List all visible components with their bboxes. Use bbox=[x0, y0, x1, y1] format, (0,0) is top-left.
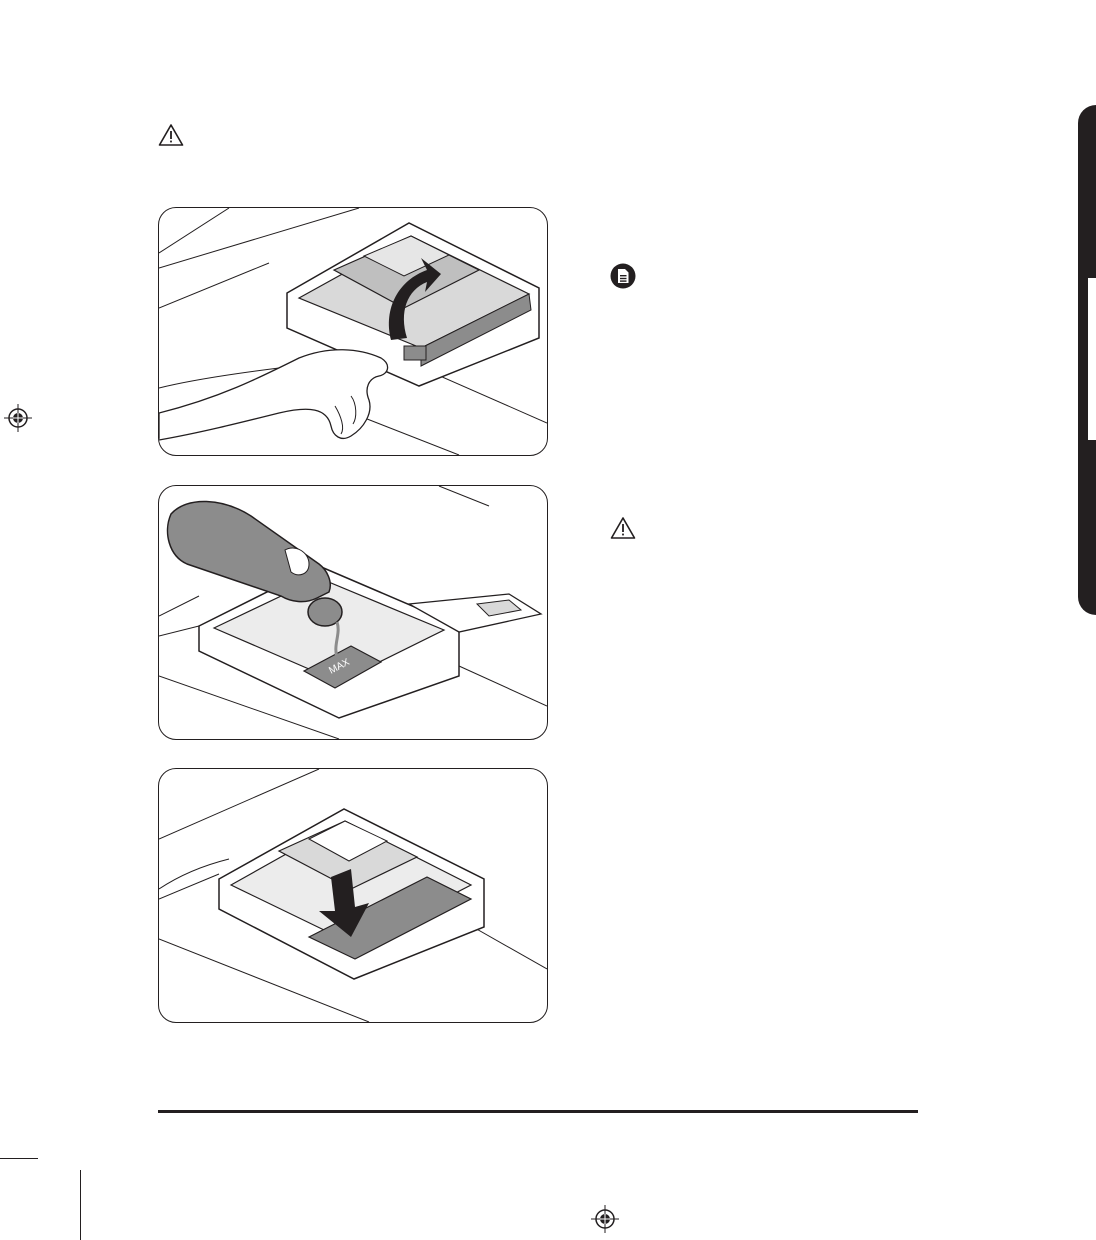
chapter-side-tab-gap bbox=[1088, 278, 1096, 440]
registration-mark-icon bbox=[4, 404, 32, 432]
warning-icon bbox=[610, 516, 636, 540]
warning-icon bbox=[158, 123, 184, 147]
note-icon bbox=[610, 263, 636, 289]
illustration-pour-rinse-aid: MAX bbox=[158, 485, 548, 740]
crop-mark-horizontal bbox=[0, 1158, 38, 1159]
illustration-open-lid bbox=[158, 207, 548, 456]
crop-mark-vertical bbox=[80, 1170, 81, 1240]
footer-rule bbox=[158, 1110, 918, 1113]
illustration-close-lid bbox=[158, 768, 548, 1023]
registration-mark-icon bbox=[591, 1205, 619, 1233]
chapter-side-tab bbox=[1078, 105, 1096, 615]
